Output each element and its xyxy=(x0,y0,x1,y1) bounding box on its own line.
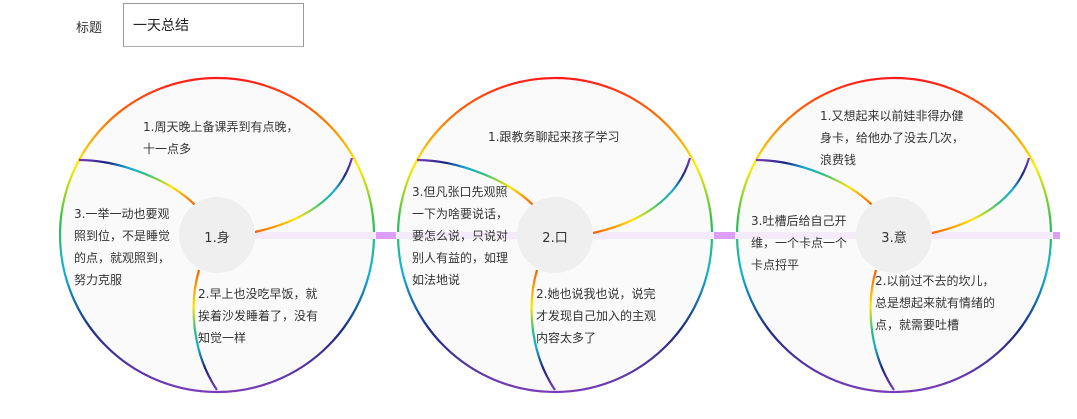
branch-text[interactable]: 2.以前过不去的坎儿，总是想起来就有情绪的点，就需要吐槽 xyxy=(875,274,996,332)
center-label-body[interactable]: 1.身 xyxy=(204,231,230,246)
title-input[interactable] xyxy=(123,3,304,47)
connector-end xyxy=(1053,232,1060,239)
branch-text[interactable]: 1.又想起来以前娃非得办健身卡，给他办了没去几次，浪费钱 xyxy=(820,109,965,167)
connector-2-3 xyxy=(714,232,735,239)
branch-text[interactable]: 2.她也说我也说，说完才发现自己加入的主观内容太多了 xyxy=(536,287,657,345)
branch-text[interactable]: 3.吐槽后给自己开维，一个卡点一个卡点捋平 xyxy=(751,214,848,272)
center-label-speech[interactable]: 2.口 xyxy=(542,231,568,246)
mindmap-circle-speech[interactable] xyxy=(396,76,714,394)
branch-text[interactable]: 1.周天晚上备课弄到有点晚，十一点多 xyxy=(143,120,299,156)
mindmap-circle-mind[interactable] xyxy=(735,76,1053,394)
connector-1-2 xyxy=(376,232,396,239)
mindmap-circle-body[interactable] xyxy=(58,76,376,394)
branch-text[interactable]: 3.一举一动也要观照到位，不是睡觉的点，就观照到，努力克服 xyxy=(74,207,171,287)
branch-text[interactable]: 3.但凡张口先观照一下为啥要说话，要怎么说，只说对别人有益的，如理如法地说 xyxy=(412,185,509,287)
title-label: 标题 xyxy=(76,21,103,36)
branch-text[interactable]: 2.早上也没吃早饭，就挨着沙发睡着了，没有知觉一样 xyxy=(198,287,319,345)
branch-text[interactable]: 1.跟教务聊起来孩子学习 xyxy=(488,130,620,144)
center-label-mind[interactable]: 3.意 xyxy=(881,231,907,246)
